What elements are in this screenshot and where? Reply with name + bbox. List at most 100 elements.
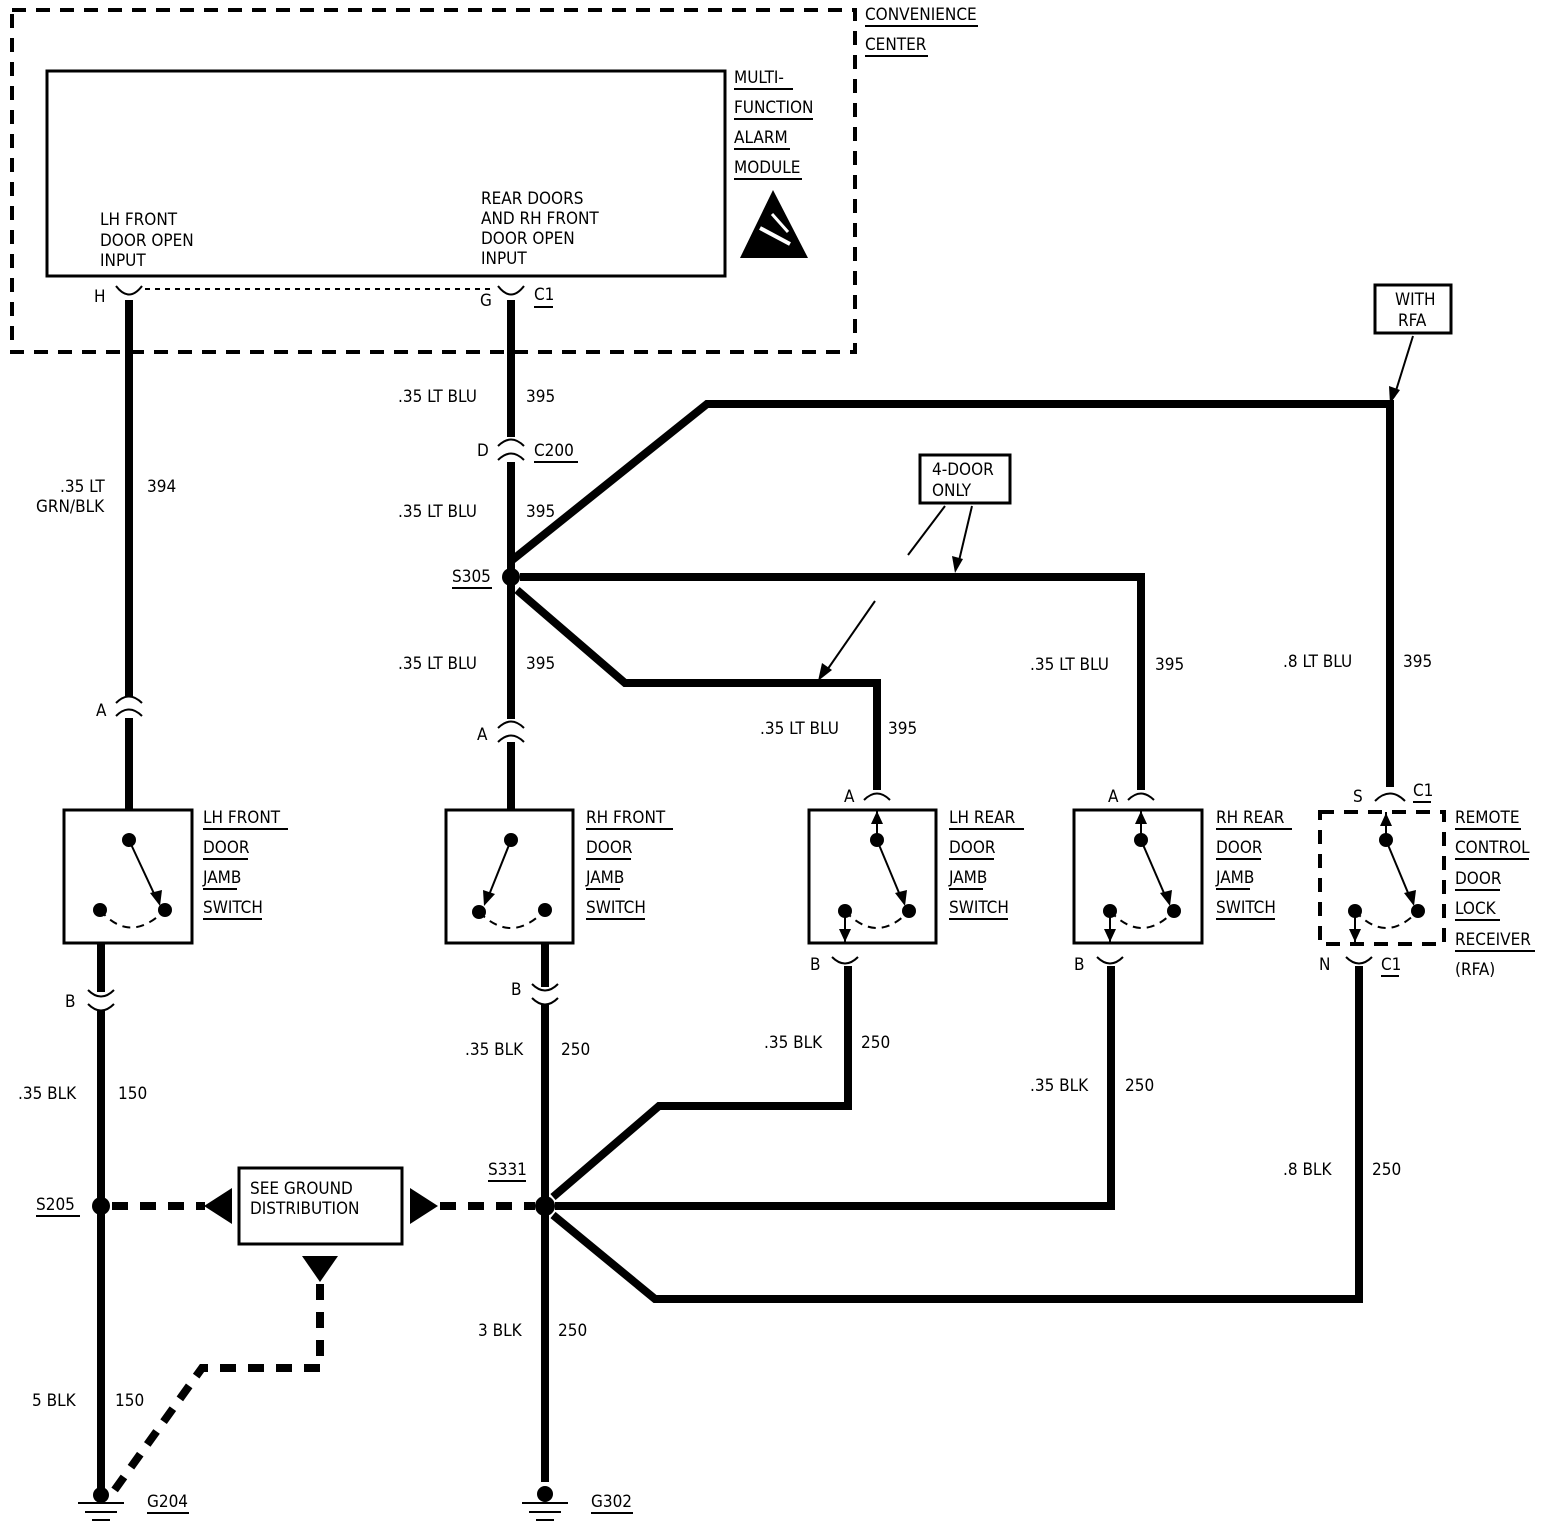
svg-text:LOCK: LOCK [1455,899,1497,919]
svg-text:JAMB: JAMB [585,868,624,888]
rh-front-switch-label: RH FRONT DOOR JAMB SWITCH [585,808,673,920]
pin-h-label: H [94,287,106,307]
lh-front-switch-box [62,808,194,945]
svg-text:A: A [477,725,488,745]
svg-text:DOOR: DOOR [1216,838,1263,858]
svg-text:ONLY: ONLY [932,481,972,501]
svg-text:.35 BLK: .35 BLK [18,1084,77,1104]
svg-text:.35 LT BLU: .35 LT BLU [760,719,839,739]
ground-g302-icon [522,1486,568,1521]
svg-text:SWITCH: SWITCH [1216,898,1276,918]
svg-text:B: B [810,955,821,975]
svg-text:3 BLK: 3 BLK [478,1321,523,1341]
svg-text:.35 BLK: .35 BLK [465,1040,524,1060]
svg-text:150: 150 [118,1084,147,1104]
pin-g-label: G [480,291,492,311]
rh-rear-switch-box [1072,808,1204,945]
svg-text:WITH: WITH [1395,290,1435,310]
svg-text:250: 250 [1125,1076,1154,1096]
svg-text:.8 BLK: .8 BLK [1283,1160,1332,1180]
convenience-center-label-2: CENTER [865,35,927,55]
svg-text:REAR DOORS: REAR DOORS [481,189,583,209]
pin-a-lh-front: A [96,701,107,721]
svg-text:5 BLK: 5 BLK [32,1391,77,1411]
svg-text:MULTI-: MULTI- [734,68,784,88]
svg-text:D: D [477,441,489,461]
svg-text:4-DOOR: 4-DOOR [932,460,994,480]
svg-text:S205: S205 [36,1195,75,1215]
svg-text:C1: C1 [1381,955,1401,975]
svg-text:.35 BLK: .35 BLK [764,1033,823,1053]
lh-front-switch-label: LH FRONT DOOR JAMB SWITCH [202,808,288,920]
ground-g204-label: G204 [147,1492,188,1512]
svg-text:S331: S331 [488,1160,527,1180]
svg-text:FUNCTION: FUNCTION [734,98,813,118]
svg-text:250: 250 [561,1040,590,1060]
ground-distribution-box [237,1166,404,1246]
convenience-center-label: CONVENIENCE [865,5,977,25]
svg-text:.35 LT BLU: .35 LT BLU [398,387,477,407]
with-rfa-callout [1373,283,1453,335]
ground-g204-icon [78,1487,124,1521]
svg-text:JAMB: JAMB [1215,868,1254,888]
splice-s205 [92,1197,110,1215]
svg-text:SWITCH: SWITCH [949,898,1009,918]
splice-s331 [535,1196,555,1216]
svg-text:C200: C200 [534,441,574,461]
receiver-box [1318,810,1446,946]
svg-text:SWITCH: SWITCH [203,898,263,918]
rh-front-switch-box [444,808,575,945]
svg-text:N: N [1319,955,1330,975]
splice-s305 [502,568,520,586]
module-c1-label: C1 [534,285,554,305]
svg-text:RH REAR: RH REAR [1216,808,1285,828]
svg-text:ALARM: ALARM [734,128,788,148]
svg-text:LH REAR: LH REAR [949,808,1016,828]
svg-text:250: 250 [861,1033,890,1053]
receiver-label: REMOTE CONTROL DOOR LOCK RECEIVER (RFA) [1455,808,1535,980]
svg-text:INPUT: INPUT [481,249,527,269]
svg-text:B: B [511,980,522,1000]
alarm-module-name: MULTI- FUNCTION ALARM MODULE [734,68,813,180]
svg-text:DOOR: DOOR [949,838,996,858]
lh-rear-switch-label: LH REAR DOOR JAMB SWITCH [948,808,1024,920]
svg-text:.35 BLK: .35 BLK [1030,1076,1089,1096]
svg-text:S: S [1353,787,1363,807]
wire-394-size: .35 LT [60,477,105,497]
svg-text:.35 LT BLU: .35 LT BLU [1030,655,1109,675]
svg-text:RECEIVER: RECEIVER [1455,930,1531,950]
svg-text:.35 LT BLU: .35 LT BLU [398,654,477,674]
svg-text:DOOR: DOOR [1455,869,1502,889]
svg-text:JAMB: JAMB [948,868,987,888]
lh-rear-switch-box [807,808,938,945]
rh-rear-switch-label: RH REAR DOOR JAMB SWITCH [1215,808,1292,920]
esd-warning-icon [740,190,808,258]
convenience-center-outline [10,8,857,354]
svg-text:RH FRONT: RH FRONT [586,808,666,828]
svg-text:INPUT: INPUT [100,251,146,271]
svg-text:CONTROL: CONTROL [1455,838,1530,858]
svg-text:DOOR OPEN: DOOR OPEN [100,231,194,251]
input-rear-label: REAR DOORS AND RH FRONT DOOR OPEN INPUT [481,189,599,269]
svg-text:250: 250 [558,1321,587,1341]
svg-text:A: A [844,787,855,807]
svg-text:395: 395 [526,502,555,522]
svg-text:150: 150 [115,1391,144,1411]
svg-text:MODULE: MODULE [734,158,800,178]
svg-text:.35 LT BLU: .35 LT BLU [398,502,477,522]
svg-text:C1: C1 [1413,781,1433,801]
wire-394-circuit: 394 [147,477,176,497]
wire-394-color: GRN/BLK [36,497,105,517]
svg-text:395: 395 [526,654,555,674]
svg-text:395: 395 [1155,655,1184,675]
svg-text:395: 395 [888,719,917,739]
svg-text:250: 250 [1372,1160,1401,1180]
svg-text:LH FRONT: LH FRONT [100,210,178,230]
svg-text:SWITCH: SWITCH [586,898,646,918]
four-door-callout [918,453,1012,505]
svg-text:DOOR: DOOR [203,838,250,858]
pin-b-lh-front: B [65,992,76,1012]
svg-text:JAMB: JAMB [202,868,241,888]
svg-text:395: 395 [526,387,555,407]
